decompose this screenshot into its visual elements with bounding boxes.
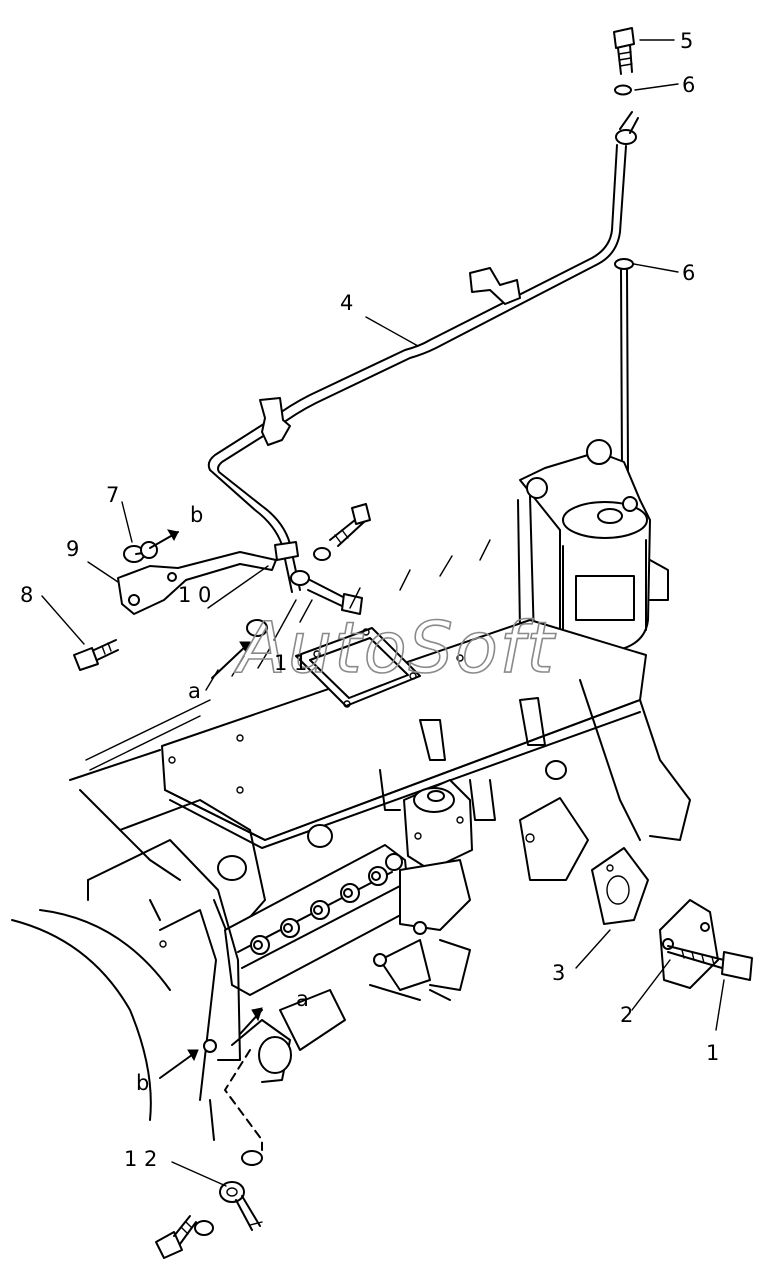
washer-6-lower bbox=[614, 258, 634, 270]
cover-2 bbox=[659, 899, 719, 989]
leader-6-top bbox=[634, 83, 679, 91]
ref-b-top: b bbox=[190, 503, 203, 527]
banjo-bolt-11 bbox=[246, 570, 363, 637]
ref-a-bottom: a bbox=[296, 987, 309, 1011]
bolt-5 bbox=[613, 27, 635, 75]
spacer-7 bbox=[123, 541, 158, 563]
return-line-dashed bbox=[224, 1049, 263, 1151]
gasket-3 bbox=[591, 847, 649, 925]
cylinder-head bbox=[85, 539, 647, 849]
callout-2: 2 bbox=[620, 1003, 633, 1027]
arrow-b-bottom-head bbox=[187, 1049, 199, 1062]
bolt-1 bbox=[667, 945, 753, 981]
callout-5: 5 bbox=[680, 29, 693, 53]
callout-12: 1 2 bbox=[124, 1147, 157, 1171]
callout-4: 4 bbox=[340, 291, 353, 315]
bracket-9 bbox=[117, 551, 277, 615]
leader-11 bbox=[273, 599, 297, 641]
arrow-b-top-head bbox=[166, 529, 179, 542]
flywheel-housing bbox=[11, 839, 346, 1141]
leader-4 bbox=[365, 316, 419, 347]
leader-6-lower bbox=[633, 263, 679, 273]
washer-mid bbox=[313, 547, 331, 561]
ref-a-top: a bbox=[188, 679, 201, 703]
bolt-upper-mid bbox=[329, 503, 371, 547]
callout-3: 3 bbox=[552, 961, 565, 985]
arrow-b-bottom-shaft bbox=[159, 1051, 197, 1079]
leader-3 bbox=[575, 929, 611, 969]
leader-2 bbox=[631, 959, 671, 1011]
callout-10: 1 0 bbox=[178, 583, 211, 607]
arrow-a-top-shaft bbox=[211, 643, 249, 679]
leader-8 bbox=[41, 595, 85, 645]
ref-b-bottom: b bbox=[136, 1071, 149, 1095]
mounting-plate bbox=[519, 797, 589, 881]
washer-12-top bbox=[241, 1150, 263, 1166]
callout-9: 9 bbox=[66, 537, 79, 561]
arrow-a-bottom-head bbox=[251, 1007, 263, 1022]
leader-12 bbox=[171, 1161, 227, 1187]
injection-pump bbox=[224, 779, 473, 1001]
callout-6-top: 6 bbox=[682, 73, 695, 97]
washer-6-top bbox=[614, 84, 632, 96]
fuel-pipe-4 bbox=[207, 144, 627, 593]
leader-1 bbox=[715, 979, 725, 1031]
bolt-12-lower bbox=[155, 1215, 197, 1259]
vertical-fuel-line bbox=[620, 269, 629, 471]
leader-7 bbox=[121, 501, 133, 543]
callout-8: 8 bbox=[20, 583, 33, 607]
callout-7: 7 bbox=[106, 483, 119, 507]
callout-11: 1 1 bbox=[274, 651, 307, 675]
leader-10 bbox=[207, 565, 269, 609]
banjo-fitting-12 bbox=[219, 1181, 263, 1231]
engine-block bbox=[69, 679, 691, 941]
callout-1: 1 bbox=[706, 1041, 719, 1065]
watermark-text: AutoSoft bbox=[234, 607, 556, 689]
banjo-fitting-top bbox=[615, 111, 639, 145]
washer-12-lower bbox=[194, 1220, 214, 1236]
leader-9 bbox=[87, 561, 119, 583]
fuel-filter bbox=[517, 439, 669, 653]
callout-6-lower: 6 bbox=[682, 261, 695, 285]
arrow-a-top-head bbox=[239, 641, 251, 654]
bolt-8 bbox=[73, 639, 119, 671]
